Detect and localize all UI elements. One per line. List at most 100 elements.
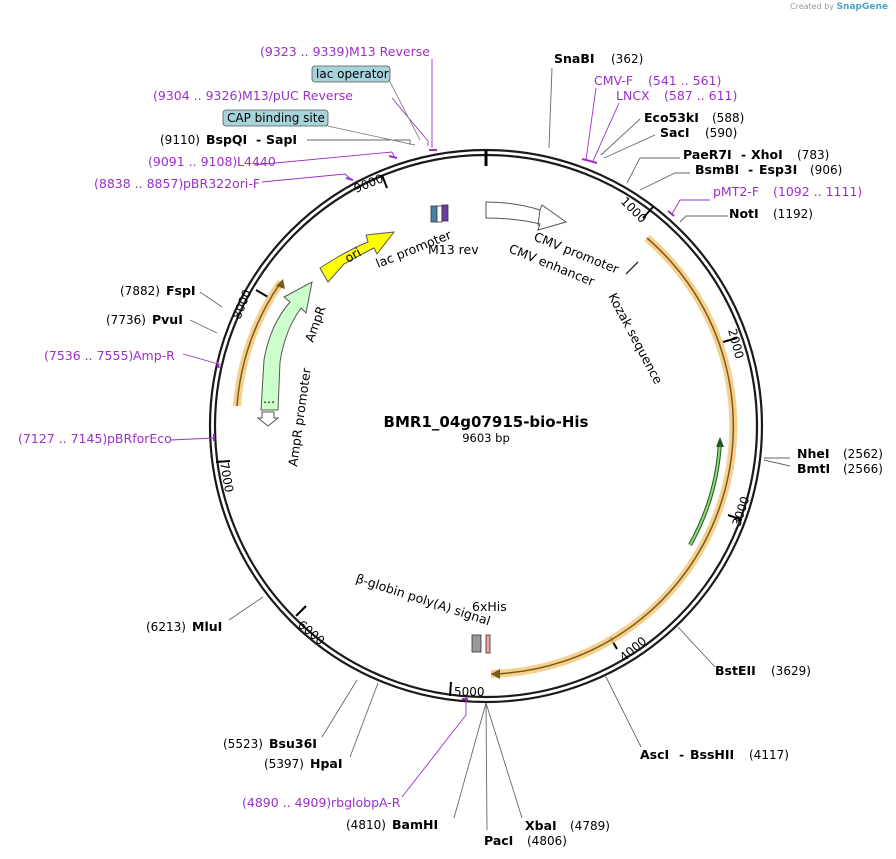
ori-label: ori xyxy=(342,244,364,265)
enzyme-mlui[interactable]: (6213) MluI xyxy=(146,619,222,634)
beta-globin-polya-marker[interactable] xyxy=(471,634,482,653)
enzyme-name: Bsu36I xyxy=(269,736,317,751)
enzyme-name: PaeR7I xyxy=(683,147,732,162)
primer-range: (8838 .. 8857) xyxy=(94,176,183,191)
lac-operator-label: lac operator xyxy=(316,67,389,81)
tick-label-2000: 2000 xyxy=(725,327,746,360)
enzyme-bmti[interactable]: BmtI (2566) xyxy=(797,461,883,476)
plasmid-name: BMR1_04g07915-bio-His xyxy=(384,413,589,431)
enzyme-saci[interactable]: SacI (590) xyxy=(660,125,737,140)
enzyme-pos: (4806) xyxy=(527,834,567,848)
enzyme-pos: (4117) xyxy=(749,748,789,762)
enzyme-asci-bsshii[interactable]: AscI - BssHII (4117) xyxy=(640,747,789,762)
tick-label-8000: 8000 xyxy=(230,288,254,322)
tick-label-9000: 9000 xyxy=(352,171,386,195)
tick-label-5000: 5000 xyxy=(454,685,485,699)
separator: - xyxy=(748,162,753,177)
enzyme-pos: (906) xyxy=(810,163,842,177)
primer-m13-puc-reverse[interactable]: (9304 .. 9326) M13/pUC Reverse xyxy=(153,88,353,103)
primer-name: pBR322ori-F xyxy=(183,176,260,191)
enzyme-name: BstEII xyxy=(715,663,756,678)
enzyme-fspi[interactable]: (7882) FspI xyxy=(120,283,196,298)
cap-binding-site-box[interactable]: CAP binding site xyxy=(222,109,329,127)
enzyme-pos: (4810) xyxy=(346,818,386,832)
enzyme-pos: (7736) xyxy=(106,313,146,327)
enzyme-eco53ki[interactable]: Eco53kI (588) xyxy=(644,110,744,125)
plasmid-length: 9603 bp xyxy=(462,431,510,445)
ori-arrow[interactable] xyxy=(319,231,396,283)
enzyme-pos: (4789) xyxy=(570,819,610,833)
primer-name: CMV-F xyxy=(594,73,633,88)
enzyme-name: SnaBI xyxy=(554,51,595,66)
lac-operator-box[interactable]: lac operator xyxy=(311,65,391,83)
enzyme-paci[interactable]: PacI (4806) xyxy=(484,833,567,848)
primer-amp-r[interactable]: (7536 .. 7555) Amp-R xyxy=(44,348,175,363)
enzyme-name2: XhoI xyxy=(751,147,783,162)
orf-arcs xyxy=(233,234,738,679)
enzyme-bsu36i[interactable]: (5523) Bsu36I xyxy=(223,736,317,751)
primer-cmv-f[interactable]: CMV-F (541 .. 561) xyxy=(594,73,721,88)
enzyme-bspqi-sapi[interactable]: (9110) BspQI - SapI xyxy=(160,132,297,147)
enzyme-name: FspI xyxy=(166,283,196,298)
ampr-arrow[interactable] xyxy=(260,281,313,411)
enzyme-bsteii[interactable]: BstEII (3629) xyxy=(715,663,811,678)
enzyme-name: PvuI xyxy=(152,312,183,327)
enzyme-pvui[interactable]: (7736) PvuI xyxy=(106,312,183,327)
enzyme-snabi[interactable]: SnaBI (362) xyxy=(554,51,643,66)
enzyme-hpai[interactable]: (5397) HpaI xyxy=(264,756,343,771)
enzyme-name: BamHI xyxy=(392,817,438,832)
enzyme-bsmbi-esp3i[interactable]: BsmBI - Esp3I (906) xyxy=(695,162,842,177)
his-tag-label: 6xHis xyxy=(472,599,507,614)
primer-labels: (9323 .. 9339) M13 Reverse (9304 .. 9326… xyxy=(18,44,862,810)
enzyme-name: XbaI xyxy=(525,818,557,833)
primer-pbr322ori-f[interactable]: (8838 .. 8857) pBR322ori-F xyxy=(94,176,260,191)
boxed-feature-leaders xyxy=(322,79,421,146)
primer-rbglobpa-r[interactable]: (4890 .. 4909) rbglobpA-R xyxy=(242,795,401,810)
enzyme-pos: (588) xyxy=(712,111,744,125)
enzyme-pos: (5523) xyxy=(223,737,263,751)
enzyme-labels: SnaBI (362) Eco53kI (588) SacI (590) Pae… xyxy=(106,51,883,848)
enzyme-pos: (7882) xyxy=(120,284,160,298)
tick-6000 xyxy=(295,605,307,617)
primer-m13-reverse[interactable]: (9323 .. 9339) M13 Reverse xyxy=(260,44,430,59)
primer-pbrforeco[interactable]: (7127 .. 7145) pBRforEco xyxy=(18,431,172,446)
primer-lncx[interactable]: LNCX (587 .. 611) xyxy=(616,88,737,103)
separator: - xyxy=(679,747,684,762)
primer-pmt2-f[interactable]: pMT2-F (1092 .. 1111) xyxy=(713,184,862,199)
primer-l4440[interactable]: (9091 .. 9108) L4440 xyxy=(148,154,276,169)
enzyme-noti[interactable]: NotI (1192) xyxy=(729,206,813,221)
enzyme-bamhi[interactable]: (4810) BamHI xyxy=(346,817,438,832)
green-orf-inner xyxy=(689,440,721,546)
primer-range: (7536 .. 7555) xyxy=(44,348,133,363)
ampr-promoter-arrow[interactable] xyxy=(256,411,280,427)
enzyme-name: PacI xyxy=(484,833,513,848)
enzyme-name: AscI xyxy=(640,747,669,762)
m13-rev-marker[interactable] xyxy=(441,204,449,222)
enzyme-name2: Esp3I xyxy=(759,162,797,177)
enzyme-name: Eco53kI xyxy=(644,110,699,125)
primer-leader-lines xyxy=(170,59,710,798)
snapgene-logo: SnapGene xyxy=(836,2,888,12)
primer-name: Amp-R xyxy=(133,348,175,363)
his-tag-marker[interactable] xyxy=(485,634,491,654)
primer-range: (587 .. 611) xyxy=(664,88,737,103)
lac-promoter-marker[interactable] xyxy=(436,205,443,223)
tick-7000 xyxy=(215,460,231,463)
kozak-marker[interactable] xyxy=(625,261,639,275)
primer-range: (9304 .. 9326) xyxy=(153,88,242,103)
green-orf xyxy=(688,440,722,546)
primer-name: pMT2-F xyxy=(713,184,759,199)
enzyme-paer7i-xhoi[interactable]: PaeR7I - XhoI (783) xyxy=(683,147,829,162)
enzyme-nhei[interactable]: NheI (2562) xyxy=(797,446,883,461)
primer-range: (1092 .. 1111) xyxy=(773,184,862,199)
primer-range: (7127 .. 7145) xyxy=(18,431,107,446)
kozak-label: Kozak sequence xyxy=(605,290,666,386)
primer-name: M13/pUC Reverse xyxy=(242,88,353,103)
enzyme-xbai[interactable]: XbaI (4789) xyxy=(525,818,610,833)
cmv-enhancer-promoter-arrow[interactable] xyxy=(485,201,568,231)
enzyme-pos: (1192) xyxy=(773,207,813,221)
primer-range: (9091 .. 9108) xyxy=(148,154,237,169)
enzyme-pos: (362) xyxy=(611,52,643,66)
cap-binding-site-marker[interactable] xyxy=(430,205,438,223)
